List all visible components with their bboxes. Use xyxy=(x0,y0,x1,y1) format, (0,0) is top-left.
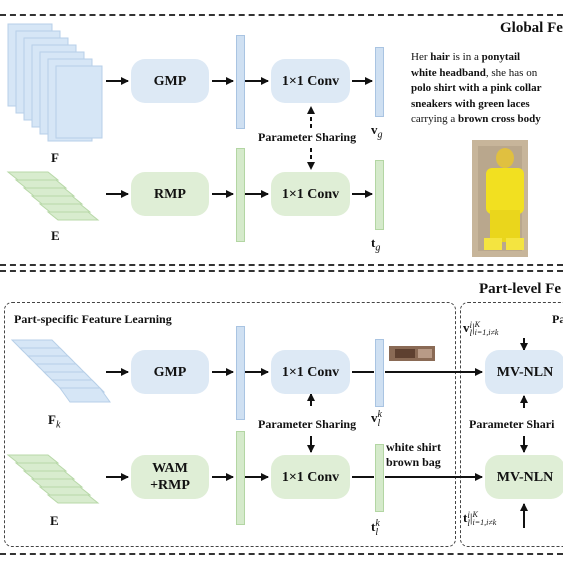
caption-line: carrying a brown cross body xyxy=(411,112,542,128)
Fk-label: Fk xyxy=(48,412,61,431)
feature-map-Fk-stack xyxy=(10,339,111,403)
right-panel-title: Pa xyxy=(552,312,563,326)
caption-line: white headband, she has on xyxy=(411,66,542,82)
caption-segment: brown cross body xyxy=(458,113,541,125)
caption-segment: hair xyxy=(430,51,450,63)
feature-map-E-stack xyxy=(6,171,100,221)
mvnln-box-bottom: MV-NLN xyxy=(485,455,563,499)
pooled-feature-bar-Fk xyxy=(236,326,245,420)
conv-box-global-top: 1×1 Conv xyxy=(271,59,350,103)
vg-feature-bar xyxy=(375,47,384,117)
gmp-box-global: GMP xyxy=(131,59,209,103)
pooled-feature-bar-F xyxy=(236,35,245,129)
param-sharing-global: Parameter Sharing xyxy=(258,130,357,144)
caption-segment: white headband xyxy=(411,66,486,79)
section-divider xyxy=(0,264,563,266)
part-arrows xyxy=(106,338,528,528)
gmp-box-part: GMP xyxy=(131,350,209,394)
tg-label: tg xyxy=(371,235,381,254)
param-sharing-part: Parameter Sharing xyxy=(258,417,357,431)
text-label-line1: white shirt xyxy=(386,440,441,454)
mvnln-frame xyxy=(460,302,563,547)
caption-segment: carrying a xyxy=(411,113,459,125)
E-part-label: E xyxy=(50,513,59,528)
caption-segment: sneakers with green laces xyxy=(411,97,530,110)
rmp-box-global: RMP xyxy=(131,172,209,216)
tg-feature-bar xyxy=(375,160,384,230)
caption-line: sneakers with green laces xyxy=(411,97,542,113)
caption-line: Her hair is in a ponytail xyxy=(411,50,542,66)
caption-segment: is in a xyxy=(449,51,482,63)
param-sharing-right: Parameter Shari xyxy=(469,417,555,431)
caption-segment: Her xyxy=(411,51,431,63)
part-specific-frame xyxy=(4,302,456,547)
conv-box-global-bottom: 1×1 Conv xyxy=(271,172,350,216)
conv-box-part-top: 1×1 Conv xyxy=(271,350,350,394)
global-title: Global Fe xyxy=(500,20,563,36)
tlk-feature-bar xyxy=(375,444,384,512)
pooled-feature-bar-E xyxy=(236,148,245,242)
caption-segment: , she has on xyxy=(485,66,538,79)
feature-map-F-stack xyxy=(7,23,103,142)
part-specific-label: Part-specific Feature Learning xyxy=(14,312,172,326)
caption-segment: polo shirt with a pink collar xyxy=(411,82,542,94)
F-label: F xyxy=(51,150,59,165)
top-border xyxy=(0,14,563,16)
feature-map-E-part-stack xyxy=(6,454,100,504)
global-arrows xyxy=(106,77,373,198)
part-title: Part-level Fe xyxy=(479,281,562,297)
text-label-line2: brown bag xyxy=(386,455,441,469)
pooled-feature-bar-E-part xyxy=(236,431,245,525)
section-divider-2 xyxy=(0,270,563,272)
person-image xyxy=(472,140,528,257)
bag-crop-image xyxy=(389,346,435,361)
vg-label: vg xyxy=(371,122,383,141)
caption-line: polo shirt with a pink collar xyxy=(411,81,542,97)
E-label: E xyxy=(51,228,60,243)
mvnln-box-top: MV-NLN xyxy=(485,350,563,394)
bottom-border xyxy=(0,553,563,555)
vlk-feature-bar xyxy=(375,339,384,407)
caption-segment: ponytail xyxy=(481,51,521,63)
wam-rmp-box: WAM +RMP xyxy=(131,455,209,499)
conv-box-part-bottom: 1×1 Conv xyxy=(271,455,350,499)
